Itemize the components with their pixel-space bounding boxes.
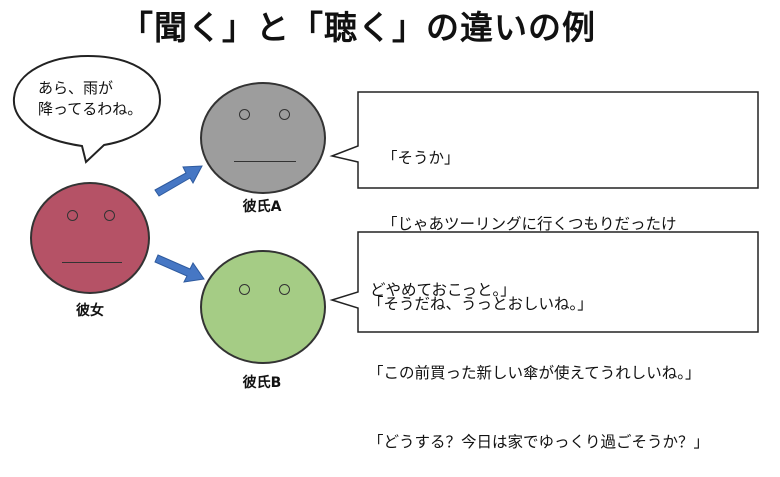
left-eye [67,210,78,221]
reply-b-text: 「そうだね、うっとおしいね。」 「この前買った新しい傘が使えてうれしいね。」 「… [368,247,709,477]
reply-a-line: どやめておこっと。」 [370,281,516,299]
left-eye [239,109,250,120]
arrow-to-boyfriend-a [154,165,203,197]
reply-b-line: 「どうする？今日は家でゆっくり過ごそうか？」 [368,433,710,451]
reply-a-text: 「そうか」 「じゃあツーリングに行くつもりだったけ どやめておこっと。」 [370,103,677,323]
diagram-shapes [12,54,759,341]
mouth [234,161,296,162]
reply-b-line: 「そうだね、うっとおしいね。」 [368,295,593,313]
girlfriend-face [30,182,150,294]
right-eye [279,109,290,120]
page-title: 「聞く」と「聴く」の違いの例 [120,8,596,47]
boyfriend-b-label: 彼氏B [242,375,282,391]
mouth [62,262,122,263]
speech-bubble [12,54,162,164]
reply-b-line: 「この前買った新しい傘が使えてうれしいね。」 [368,364,701,382]
reply-bubble-a [329,91,759,189]
speech-text: あら、雨が 降ってるわね。 [38,79,143,118]
boyfriend-a-label: 彼氏A [242,199,282,215]
girlfriend-label: 彼女 [76,303,104,319]
reply-a-line: 「じゃあツーリングに行くつもりだったけ [382,215,677,233]
reply-bubble-b [329,231,759,333]
boyfriend-b-face [200,250,326,364]
right-eye [104,210,115,221]
left-eye [239,284,250,295]
right-eye [279,284,290,295]
arrow-to-boyfriend-b [154,254,205,283]
reply-a-line: 「そうか」 [382,149,460,167]
boyfriend-a-face [200,82,326,194]
